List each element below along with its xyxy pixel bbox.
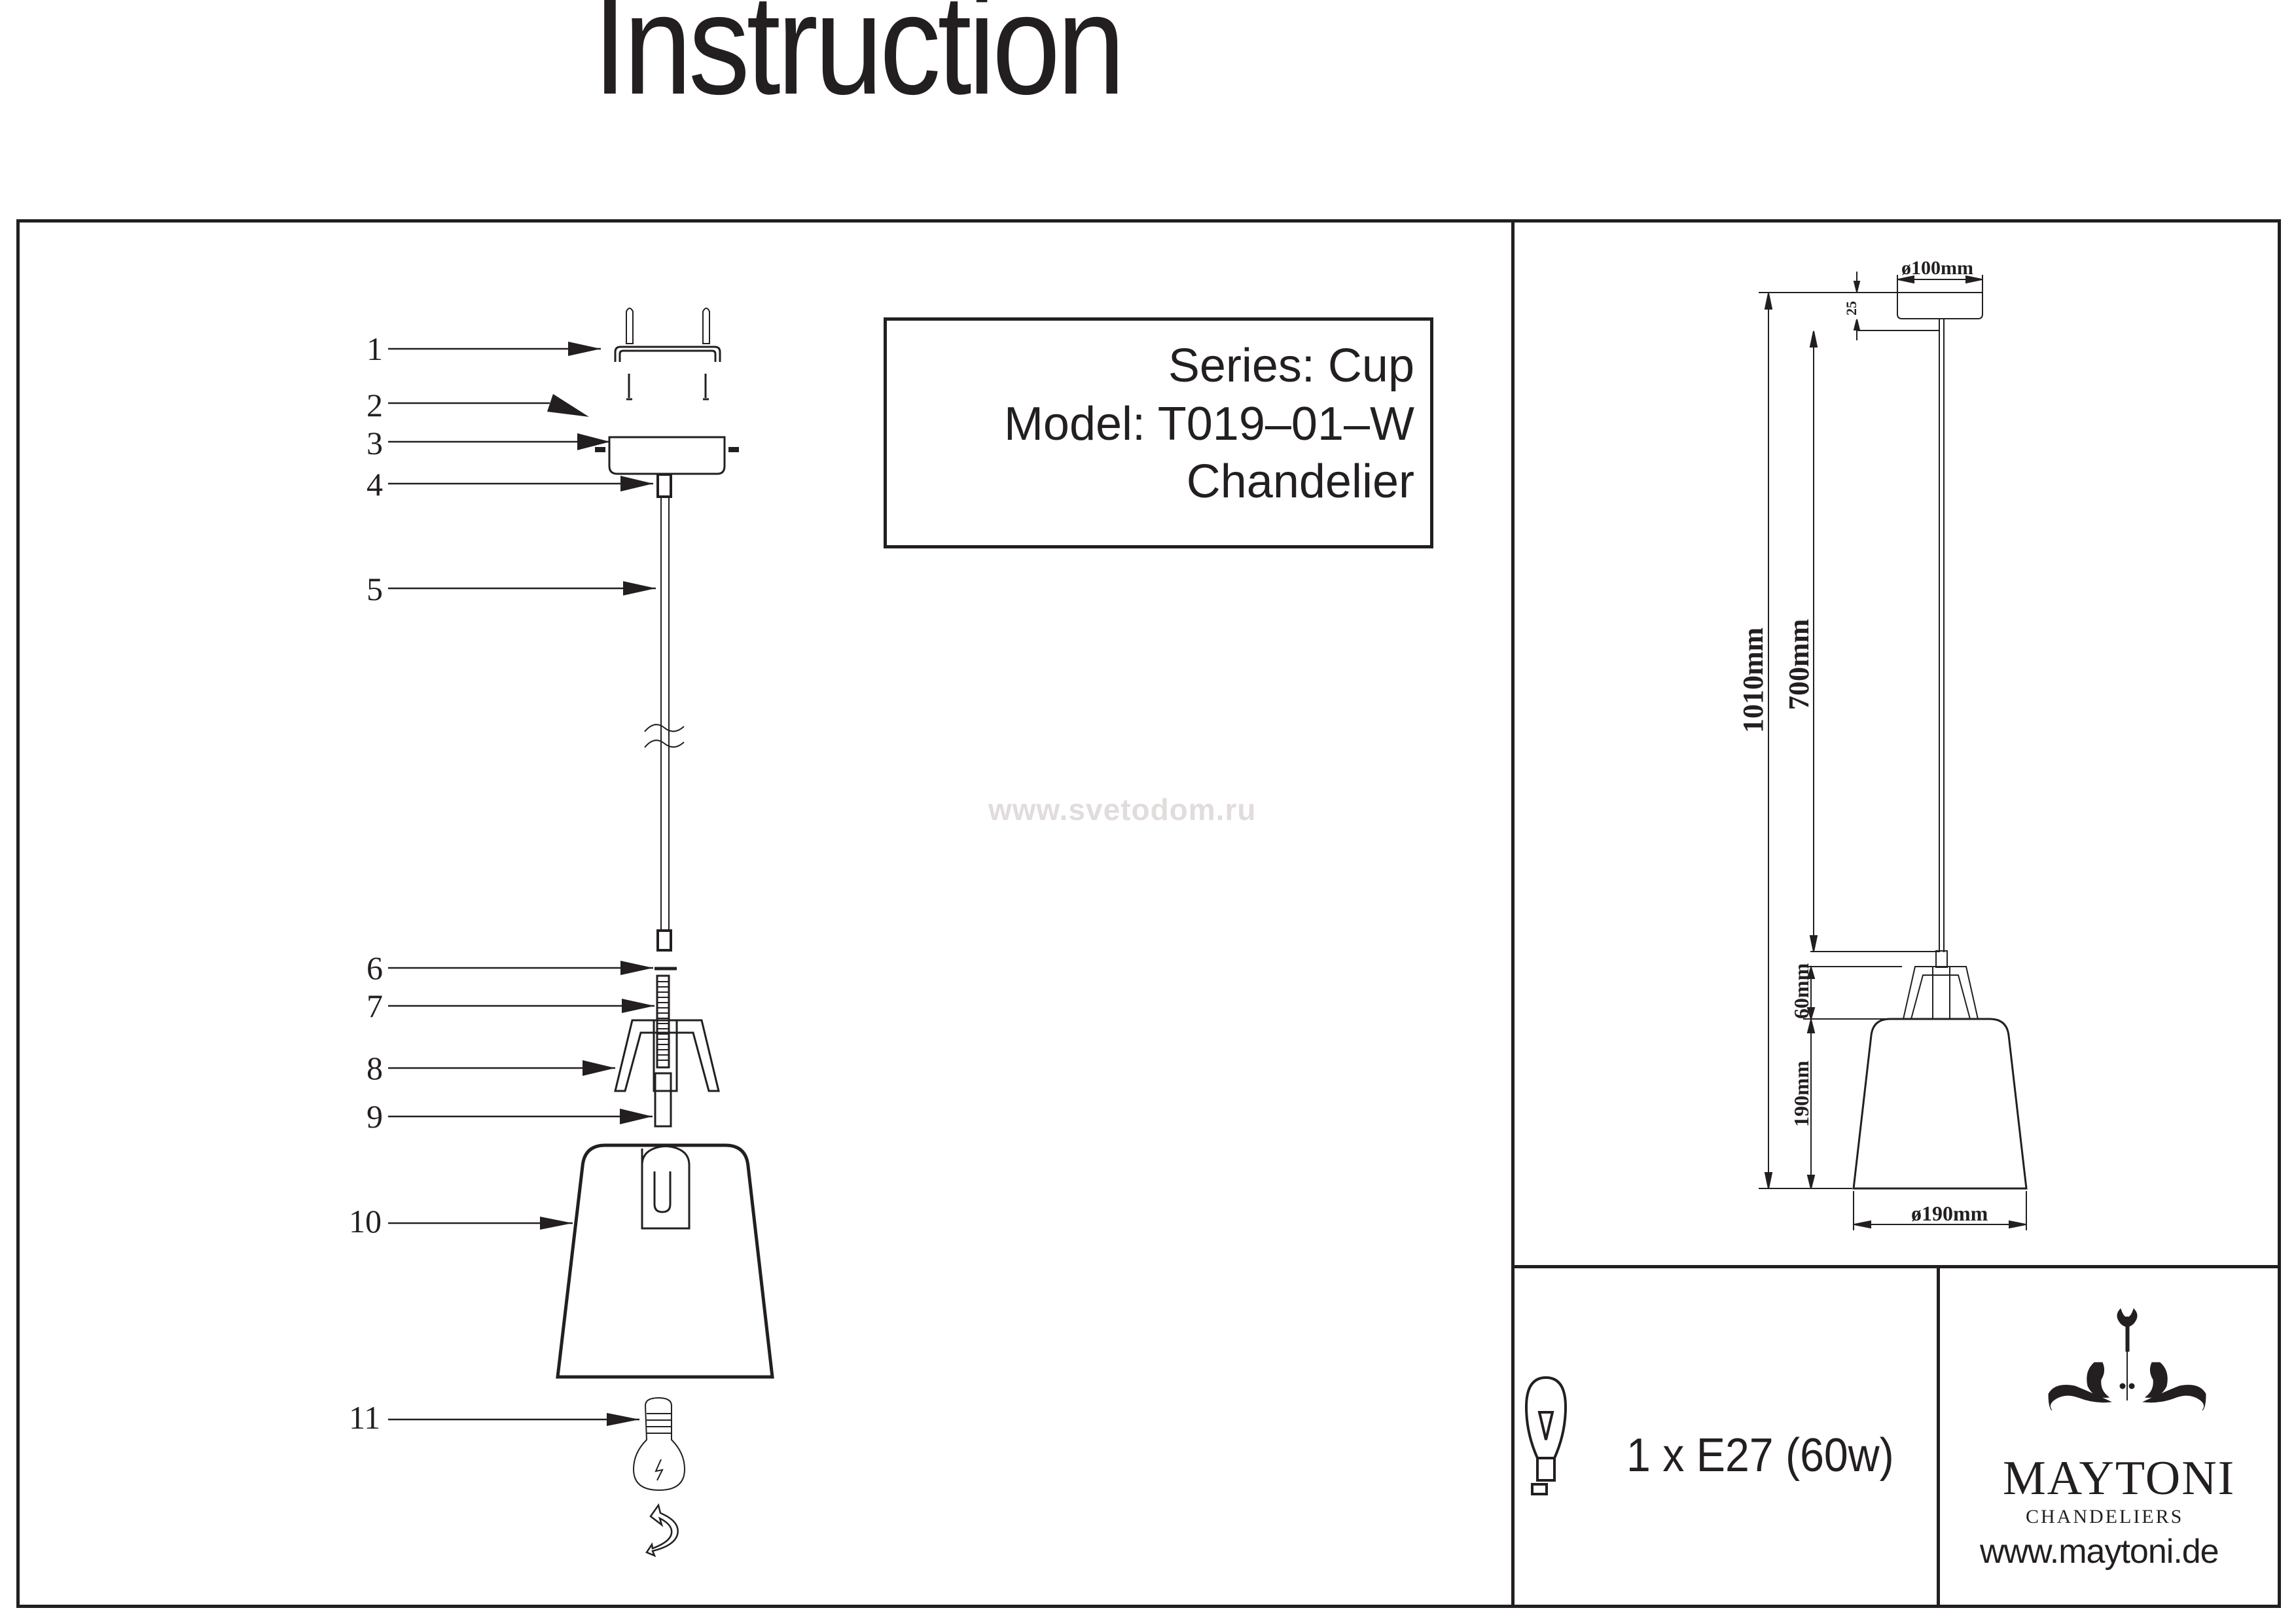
light-bulb-outline-icon: [1524, 1376, 1568, 1495]
shade-holder-frame-icon: [1903, 966, 1979, 1020]
part-number: 11: [349, 1399, 381, 1436]
brand-name: MAYTONI: [2003, 1452, 2236, 1505]
dimension-labels: ø100mm 25 1010mm 700mm 60mm 190mm ø190mm: [1737, 257, 1988, 1225]
rotate-arrow-icon: [645, 1503, 679, 1558]
product-type-label: Chandelier: [1186, 455, 1414, 508]
part-number: 8: [367, 1050, 383, 1086]
mounting-bracket-icon: [614, 308, 721, 401]
series-label: Series: Cup: [1168, 340, 1414, 392]
lamp-shade-icon: [1852, 1018, 2028, 1190]
screw-icon: [728, 447, 739, 452]
panel-divider-bottom: [1937, 1265, 1940, 1605]
chandelier-ornament-logo: [2048, 1308, 2206, 1411]
document-title: Instruction: [592, 0, 1125, 124]
bulb-spec-label: 1 x E27 (60w): [1626, 1429, 1894, 1482]
ceiling-canopy-icon: [1897, 292, 1983, 319]
part-number: 1: [367, 330, 383, 367]
part-number: 9: [367, 1098, 383, 1135]
shade-holder-frame-icon: [614, 1019, 720, 1092]
shade-height-label: 190mm: [1789, 1060, 1813, 1127]
part-number: 7: [367, 988, 383, 1024]
frame-height-label: 60mm: [1789, 963, 1813, 1019]
suspension-cable-icon: [644, 497, 685, 929]
total-height-label: 1010mm: [1737, 628, 1769, 733]
light-bulb-icon: [632, 1397, 686, 1491]
lamp-holder-icon: [654, 1072, 672, 1128]
cable-clamp-icon: [656, 929, 672, 952]
part-number: 2: [367, 387, 383, 423]
part-number: 3: [367, 425, 383, 461]
threaded-tube-icon: [656, 974, 670, 1069]
watermark: www.svetodom.ru: [988, 793, 1257, 827]
ceiling-canopy-icon: [595, 436, 739, 475]
leader-arrows: [388, 342, 656, 1426]
brand-subtitle: CHANDELIERS: [2026, 1506, 2184, 1527]
part-number: 4: [367, 466, 383, 503]
product-info-box: Series: Cup Model: T019–01–W Chandelier: [884, 317, 1433, 548]
canopy-height-label: 25: [1843, 301, 1859, 315]
lamp-shade-icon: [556, 1143, 774, 1379]
part-number: 5: [367, 571, 383, 607]
model-label: Model: T019–01–W: [1003, 398, 1414, 450]
panel-divider-horizontal: [1511, 1265, 2278, 1268]
outer-frame: [16, 219, 2281, 1608]
brand-url[interactable]: www.maytoni.de: [1980, 1533, 2219, 1571]
part-number: 10: [349, 1203, 382, 1240]
cable-clamp-icon: [656, 473, 672, 498]
screw-icon: [595, 447, 605, 452]
panel-divider-vertical: [1511, 219, 1515, 1605]
dimension-drawing: [1759, 272, 2028, 1230]
part-number: 6: [367, 950, 383, 986]
shade-diameter-label: ø190mm: [1911, 1202, 1988, 1225]
canopy-diameter-label: ø100mm: [1901, 257, 1973, 279]
suspension-cable-icon: [1939, 319, 1945, 952]
cable-length-label: 700mm: [1783, 619, 1815, 710]
